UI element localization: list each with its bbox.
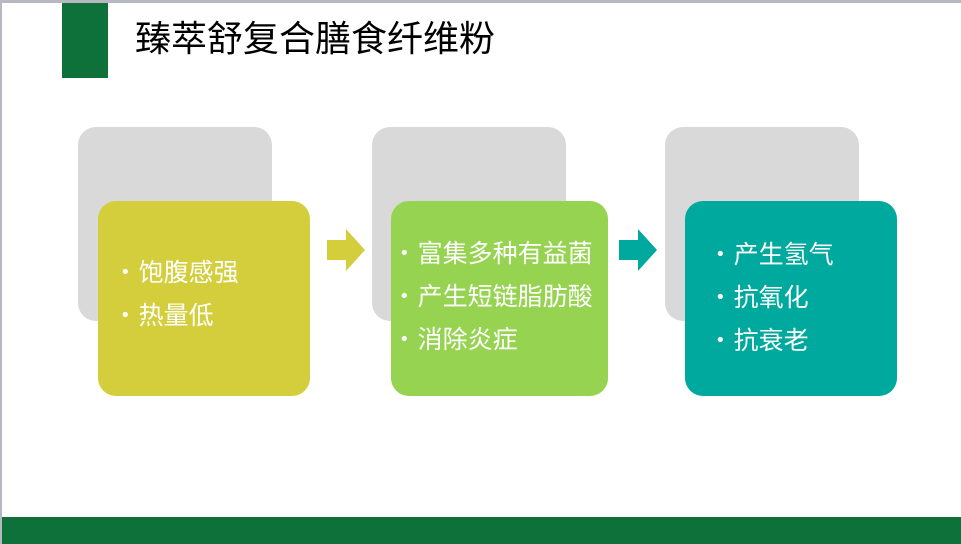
list-item: •抗氧化 [715,283,809,312]
arrow-right-icon [327,229,365,271]
list-item: •抗衰老 [715,326,809,355]
list-item: •产生氢气 [715,240,834,269]
list-item: •热量低 [120,300,214,330]
title-accent-block [62,3,108,78]
slide-title: 臻萃舒复合膳食纤维粉 [135,19,496,60]
footer-bar [2,517,961,544]
list-item: •富集多种有益菌 [399,239,593,268]
slide-border-left [0,0,2,544]
card-3: •产生氢气 •抗氧化 •抗衰老 [685,201,897,396]
list-item: •消除炎症 [399,325,518,354]
card-2: •富集多种有益菌 •产生短链脂肪酸 •消除炎症 [391,201,608,396]
list-item: •饱腹感强 [120,257,239,287]
arrow-right-icon [619,229,657,271]
slide-border-top [0,0,961,3]
card-1: •饱腹感强 •热量低 [98,201,310,396]
list-item: •产生短链脂肪酸 [399,282,593,311]
